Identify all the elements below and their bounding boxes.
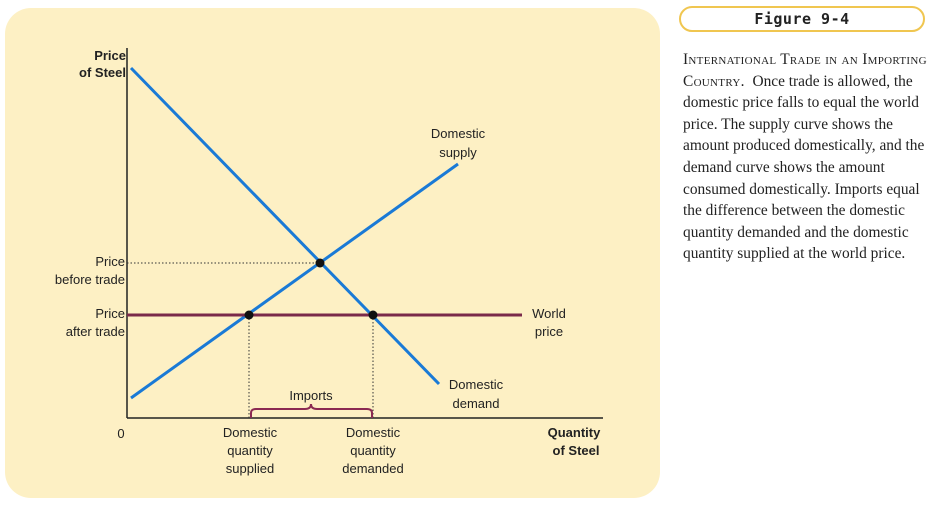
caption-body: Once trade is allowed, the domestic pric…	[683, 72, 925, 263]
qs-label-2: quantity	[227, 443, 273, 458]
figure-title-box: Figure 9-4	[679, 6, 925, 32]
y-axis-label-2: of Steel	[79, 65, 126, 80]
x-axis-label-2: of Steel	[553, 443, 600, 458]
price-after-label-2: after trade	[66, 324, 125, 339]
figure-title: Figure 9-4	[754, 10, 850, 28]
equilibrium-point	[315, 258, 325, 268]
supply-label-1: Domestic	[431, 126, 486, 141]
qd-point	[368, 310, 378, 320]
imports-brace	[250, 403, 373, 418]
y-axis-label-1: Price	[94, 48, 126, 63]
world-price-label-2: price	[535, 324, 563, 339]
origin-label: 0	[117, 426, 124, 441]
qs-label-3: supplied	[226, 461, 274, 476]
qd-label-1: Domestic	[346, 425, 401, 440]
demand-label-1: Domestic	[449, 377, 504, 392]
qs-label-1: Domestic	[223, 425, 278, 440]
caption-heading: International Trade in an Importing Coun…	[683, 51, 927, 90]
demand-curve	[129, 66, 441, 386]
supply-curve	[130, 162, 459, 400]
price-after-label-1: Price	[95, 306, 125, 321]
qd-label-3: demanded	[342, 461, 403, 476]
world-price-label-1: World	[532, 306, 566, 321]
demand-label-2: demand	[453, 396, 500, 411]
imports-label: Imports	[289, 388, 333, 403]
x-axis-label-1: Quantity	[548, 425, 601, 440]
qd-label-2: quantity	[350, 443, 396, 458]
price-before-label-1: Price	[95, 254, 125, 269]
supply-label-2: supply	[439, 145, 477, 160]
price-before-label-2: before trade	[55, 272, 125, 287]
qs-point	[244, 310, 254, 320]
figure-caption: International Trade in an Importing Coun…	[683, 49, 931, 265]
